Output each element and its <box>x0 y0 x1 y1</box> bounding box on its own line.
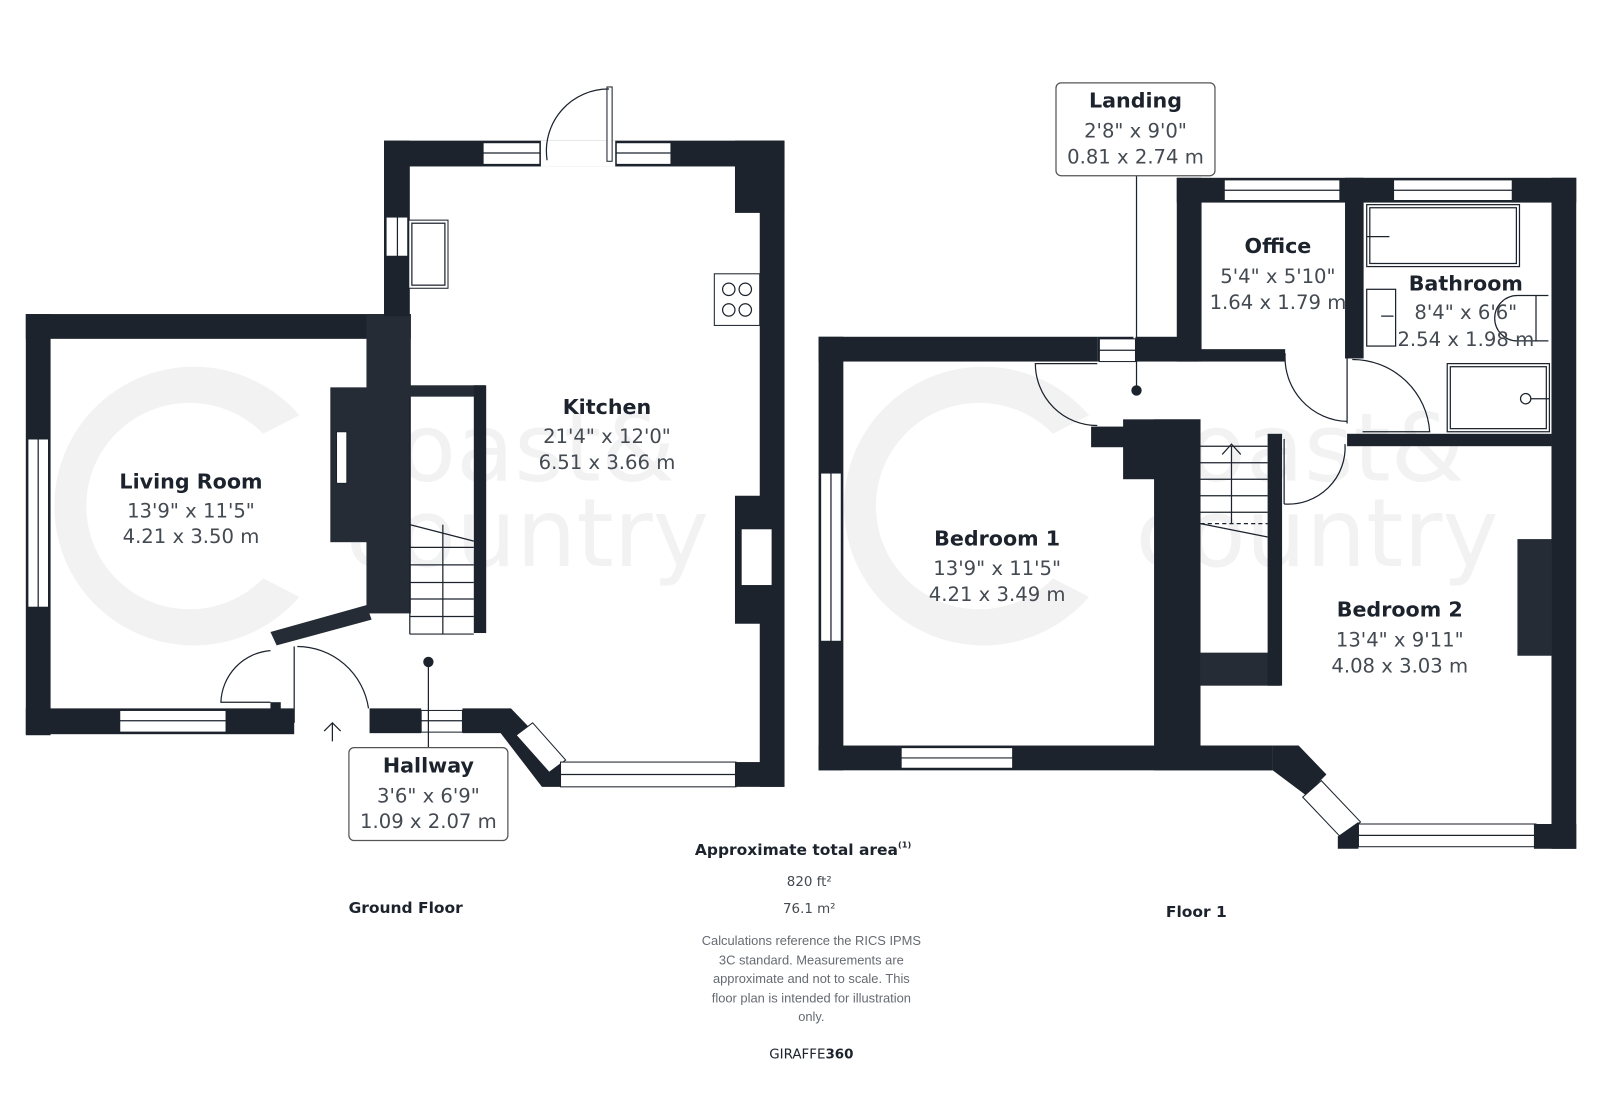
entrance-arrow-icon <box>323 721 342 742</box>
ground-floor-plan <box>25 86 785 788</box>
room-label-kitchen: Kitchen 21'4" x 12'0" 6.51 x 3.66 m <box>539 395 676 474</box>
footnote-mark: (1) <box>898 840 912 850</box>
svg-text:Landing: Landing <box>1089 89 1182 113</box>
svg-text:3'6" x 6'9": 3'6" x 6'9" <box>377 784 480 807</box>
svg-text:13'9" x 11'5": 13'9" x 11'5" <box>933 557 1061 580</box>
svg-text:6.51 x 3.66 m: 6.51 x 3.66 m <box>539 451 676 474</box>
svg-text:Bedroom 2: Bedroom 2 <box>1337 598 1463 622</box>
svg-text:13'4" x 9'11": 13'4" x 9'11" <box>1336 628 1464 651</box>
first-floor-plan <box>818 173 1577 849</box>
svg-text:4.21 x 3.50 m: 4.21 x 3.50 m <box>123 525 260 548</box>
room-label-bedroom-2: Bedroom 2 13'4" x 9'11" 4.08 x 3.03 m <box>1331 598 1468 678</box>
svg-text:5'4" x 5'10": 5'4" x 5'10" <box>1220 265 1335 288</box>
svg-text:8'4" x 6'6": 8'4" x 6'6" <box>1414 301 1517 324</box>
room-label-office: Office 5'4" x 5'10" 1.64 x 1.79 m <box>1210 234 1347 314</box>
svg-text:Kitchen: Kitchen <box>563 395 652 419</box>
room-label-landing: Landing 2'8" x 9'0" 0.81 x 2.74 m <box>1055 82 1216 177</box>
svg-text:4.08 x 3.03 m: 4.08 x 3.03 m <box>1331 654 1468 677</box>
watermark-logo-icon <box>54 366 300 646</box>
floor-label-first: Floor 1 <box>1166 903 1227 921</box>
floor-label-ground: Ground Floor <box>349 899 464 917</box>
brand-logo: GIRAFFE360 <box>769 1047 853 1062</box>
svg-text:1.09 x 2.07 m: 1.09 x 2.07 m <box>360 810 497 833</box>
svg-text:Office: Office <box>1245 234 1312 258</box>
svg-text:Hallway: Hallway <box>383 753 475 777</box>
svg-text:21'4" x 12'0": 21'4" x 12'0" <box>543 425 671 448</box>
area-title: Approximate total area <box>695 841 898 859</box>
svg-text:Bedroom 1: Bedroom 1 <box>934 526 1060 550</box>
room-label-bedroom-1: Bedroom 1 13'9" x 11'5" 4.21 x 3.49 m <box>929 526 1066 606</box>
svg-text:4.21 x 3.49 m: 4.21 x 3.49 m <box>929 583 1066 606</box>
note-line: only. <box>798 1009 824 1024</box>
note-line: 3C standard. Measurements are <box>719 952 904 967</box>
room-label-bathroom: Bathroom 8'4" x 6'6" 2.54 x 1.98 m <box>1397 271 1534 351</box>
note-line: approximate and not to scale. This <box>713 971 910 986</box>
room-label-living-room: Living Room 13'9" x 11'5" 4.21 x 3.50 m <box>119 470 262 549</box>
svg-text:Approximate total area(1): Approximate total area(1) <box>695 840 912 859</box>
svg-text:2.54 x 1.98 m: 2.54 x 1.98 m <box>1397 328 1534 351</box>
area-summary: Approximate total area(1) 820 ft² 76.1 m… <box>695 840 921 1063</box>
svg-text:13'9" x 11'5": 13'9" x 11'5" <box>127 499 255 522</box>
svg-text:1.64 x 1.79 m: 1.64 x 1.79 m <box>1210 291 1347 314</box>
svg-text:2'8" x 9'0": 2'8" x 9'0" <box>1084 120 1187 143</box>
area-sqft: 820 ft² <box>787 875 832 890</box>
svg-text:0.81 x 2.74 m: 0.81 x 2.74 m <box>1067 145 1204 168</box>
room-label-hallway: Hallway 3'6" x 6'9" 1.09 x 2.07 m <box>348 746 509 842</box>
svg-text:Living Room: Living Room <box>119 470 262 494</box>
note-line: Calculations reference the RICS IPMS <box>702 933 921 948</box>
note-line: floor plan is intended for illustration <box>712 991 911 1006</box>
area-sqm: 76.1 m² <box>783 902 836 917</box>
watermark-logo-icon <box>843 366 1090 646</box>
svg-text:Bathroom: Bathroom <box>1409 271 1523 295</box>
